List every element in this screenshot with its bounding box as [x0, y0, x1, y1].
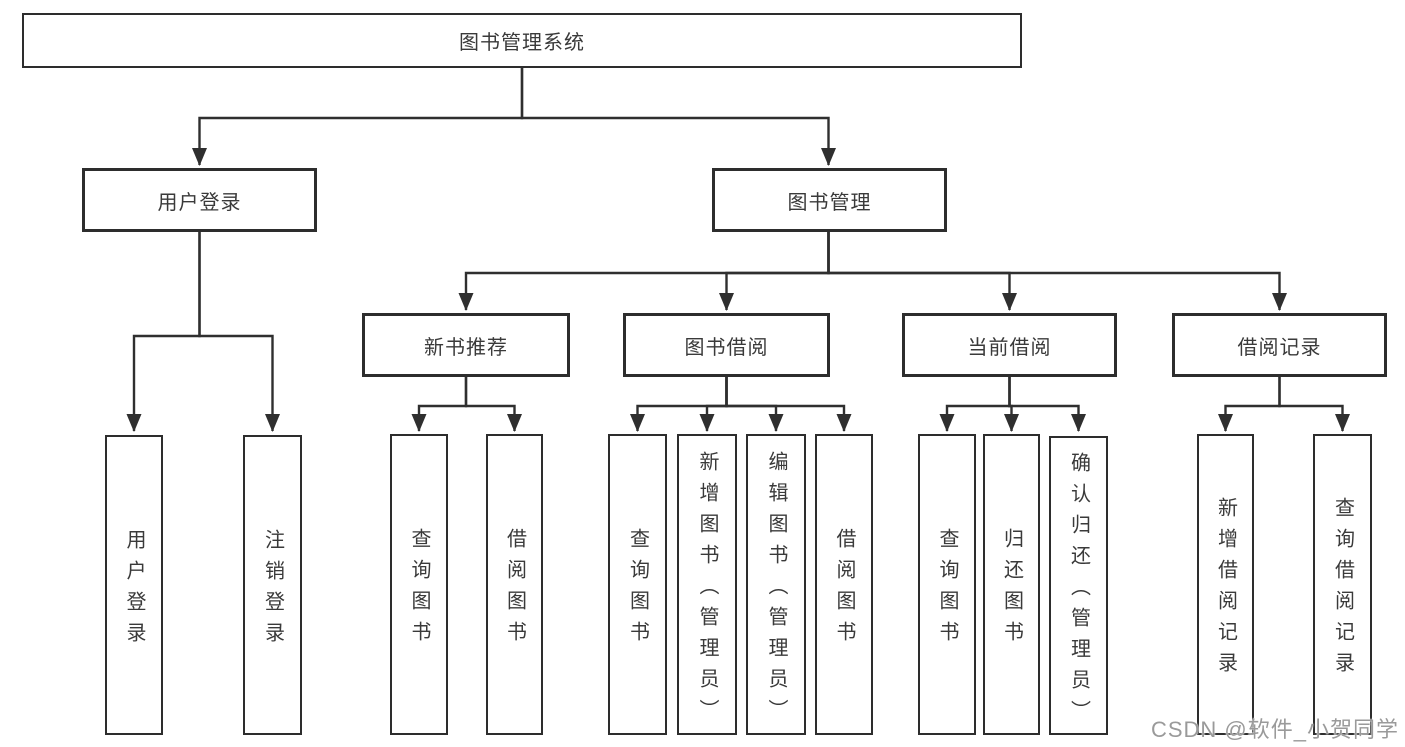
csdn-watermark: CSDN @软件_小贺同学 [1150, 717, 1399, 742]
leaf-user-login: 用户登录 [105, 435, 163, 735]
leaf-borrow-books-2: 借阅图书 [815, 434, 873, 735]
leaf-confirm-return-admin: 确认归还（管理员） [1049, 436, 1108, 735]
node-label: 归还图书 [1000, 528, 1023, 652]
node-new-book-recommend: 新书推荐 [362, 313, 570, 377]
node-label: 用户登录 [157, 191, 242, 214]
leaf-logout: 注销登录 [243, 435, 302, 735]
leaf-add-books-admin: 新增图书（管理员） [677, 434, 737, 735]
leaf-return-books: 归还图书 [983, 434, 1040, 735]
leaf-query-books-1: 查询图书 [390, 434, 448, 735]
leaf-edit-books-admin: 编辑图书（管理员） [746, 434, 806, 735]
node-label: 新增图书（管理员） [696, 450, 718, 730]
node-label: 新增借阅记录 [1214, 497, 1237, 683]
node-label: 借阅图书 [833, 528, 855, 652]
node-label: 借阅记录 [1237, 336, 1322, 359]
leaf-query-books-3: 查询图书 [918, 434, 976, 735]
node-current-borrowing: 当前借阅 [902, 313, 1117, 377]
leaf-add-borrow-record: 新增借阅记录 [1197, 434, 1254, 735]
node-book-borrowing: 图书借阅 [623, 313, 830, 377]
node-label: 确认归还（管理员） [1067, 451, 1090, 731]
node-label: 注销登录 [261, 528, 284, 653]
leaf-query-books-2: 查询图书 [608, 434, 667, 735]
node-label: 编辑图书（管理员） [765, 450, 787, 730]
node-label: 查询图书 [408, 528, 430, 652]
node-label: 图书管理系统 [459, 32, 585, 54]
leaf-query-borrow-record: 查询借阅记录 [1313, 434, 1372, 735]
node-label: 借阅图书 [503, 528, 526, 652]
node-label: 新书推荐 [424, 336, 508, 359]
node-label: 图书管理 [787, 191, 872, 214]
node-label: 图书借阅 [684, 336, 769, 359]
node-borrowing-records: 借阅记录 [1172, 313, 1387, 377]
node-user-login-group: 用户登录 [82, 168, 317, 232]
node-label: 当前借阅 [967, 336, 1052, 359]
node-library-management-system: 图书管理系统 [22, 13, 1022, 68]
node-book-management: 图书管理 [712, 168, 947, 232]
node-label: 用户登录 [123, 528, 145, 653]
node-label: 查询图书 [626, 528, 649, 652]
node-label: 查询图书 [936, 528, 958, 652]
leaf-borrow-books-1: 借阅图书 [486, 434, 543, 735]
node-label: 查询借阅记录 [1331, 497, 1354, 683]
